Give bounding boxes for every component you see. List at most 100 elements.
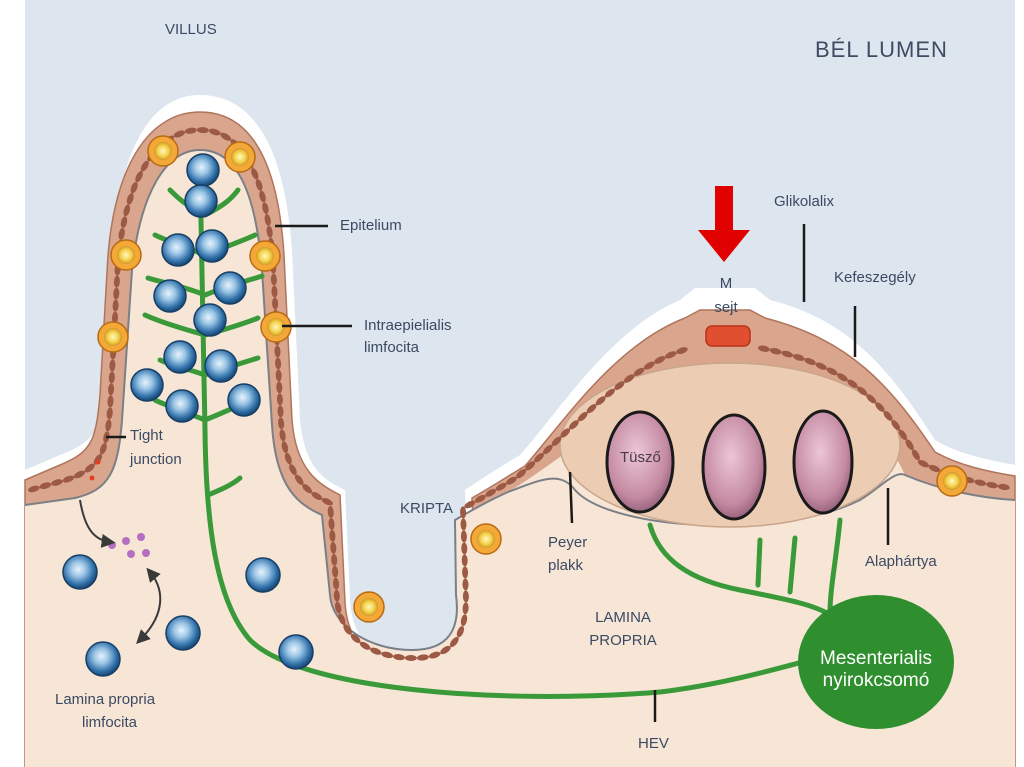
nucleus	[302, 484, 313, 494]
m-cell	[705, 325, 751, 347]
nucleus	[633, 367, 645, 377]
nucleus	[332, 565, 339, 578]
nucleus	[460, 518, 467, 531]
nucleus	[898, 429, 908, 440]
lymphocyte	[204, 349, 238, 383]
m-cell-pointer-icon	[698, 186, 750, 262]
nucleus	[327, 506, 334, 518]
nucleus	[595, 396, 606, 406]
nucleus	[495, 482, 507, 491]
nucleus	[847, 379, 858, 389]
nucleus	[456, 626, 464, 638]
nucleus	[404, 654, 417, 662]
nucleus	[259, 190, 266, 203]
basement-membrane	[24, 148, 509, 652]
nucleus	[928, 464, 941, 473]
nucleus	[516, 469, 527, 479]
lamina-propria-lymphocytes	[62, 554, 314, 677]
nucleus	[123, 204, 131, 217]
nucleus	[769, 347, 782, 355]
nucleus	[120, 216, 128, 228]
intraepithelial-label-line2: limfocita	[364, 339, 420, 356]
lymphocyte	[227, 383, 261, 417]
nucleus	[462, 578, 469, 591]
lymphocyte-exchange-arrow-icon	[136, 567, 162, 644]
nucleus	[73, 470, 86, 479]
nucleus	[118, 227, 125, 240]
nucleus	[460, 614, 468, 627]
nucleus	[140, 160, 149, 172]
nucleus	[460, 530, 467, 543]
nucleus	[654, 356, 666, 364]
nucleus	[135, 171, 143, 183]
kefeszegely-label: Kefeszegély	[834, 269, 916, 286]
lamina-propria	[25, 150, 1015, 767]
mesenteric-node-label-line2: nyirokcsomó	[822, 670, 930, 691]
nucleus	[173, 130, 186, 138]
nucleus	[381, 651, 394, 659]
nucleus	[332, 577, 340, 590]
nucleus	[837, 373, 848, 382]
nucleus	[251, 168, 259, 180]
lymphocyte	[153, 279, 187, 313]
nucleus	[986, 481, 998, 489]
intraepithelial-lymphocyte	[353, 591, 385, 623]
nucleus	[329, 529, 336, 542]
nucleus	[328, 518, 335, 530]
mesenteric-node-label-line1: Mesenterialis	[820, 648, 932, 669]
alaphartya-label: Alaphártya	[865, 553, 937, 570]
nucleus	[542, 444, 553, 455]
nucleus	[551, 436, 562, 446]
nucleus	[278, 417, 285, 430]
nucleus	[461, 554, 468, 567]
nucleus	[393, 654, 405, 661]
nucleus	[105, 419, 112, 432]
nucleus	[107, 395, 114, 408]
villus-lymphocytes	[130, 153, 261, 423]
nucleus	[113, 275, 120, 288]
nucleus	[270, 273, 277, 286]
lp-lymphocyte-label-line2: limfocita	[82, 714, 138, 731]
nucleus	[586, 404, 597, 414]
nucleus	[449, 636, 459, 648]
nucleus	[826, 367, 838, 376]
nucleus	[111, 311, 119, 324]
nucleus	[266, 225, 273, 238]
nucleus	[815, 362, 827, 370]
m-sejt-label-line2: sejt	[714, 299, 738, 316]
lymphocyte	[195, 229, 229, 263]
nucleus	[757, 345, 770, 352]
intraepithelial-label-line1: Intraepielialis	[364, 317, 452, 334]
lymphocyte	[85, 641, 121, 677]
tuszo-label: Tüsző	[620, 449, 661, 466]
nucleus	[485, 488, 497, 497]
nucleus	[271, 285, 278, 298]
nucleus	[284, 452, 292, 465]
nucleus	[534, 453, 544, 463]
follicle	[605, 410, 675, 514]
nucleus	[440, 645, 451, 655]
intraepithelial-lymphocyte	[97, 321, 129, 353]
nucleus	[333, 589, 340, 602]
leader-lines	[106, 224, 890, 722]
nucleus	[113, 287, 120, 300]
lymphocyte	[245, 557, 281, 593]
nucleus	[28, 485, 40, 493]
lymphocyte	[165, 615, 201, 651]
lymphatic-vessels	[142, 165, 843, 699]
lymphocyte	[161, 233, 195, 267]
nucleus	[462, 566, 469, 579]
nucleus	[196, 127, 209, 134]
nucleus	[338, 613, 346, 625]
lymphocyte	[165, 389, 199, 423]
nucleus	[623, 374, 635, 383]
nucleus	[911, 449, 920, 461]
kripta-label: KRIPTA	[400, 500, 454, 517]
nucleus	[274, 345, 281, 358]
nucleus	[359, 641, 371, 650]
nucleus	[781, 350, 794, 358]
nucleus	[460, 506, 467, 519]
lymphocyte	[130, 368, 164, 402]
